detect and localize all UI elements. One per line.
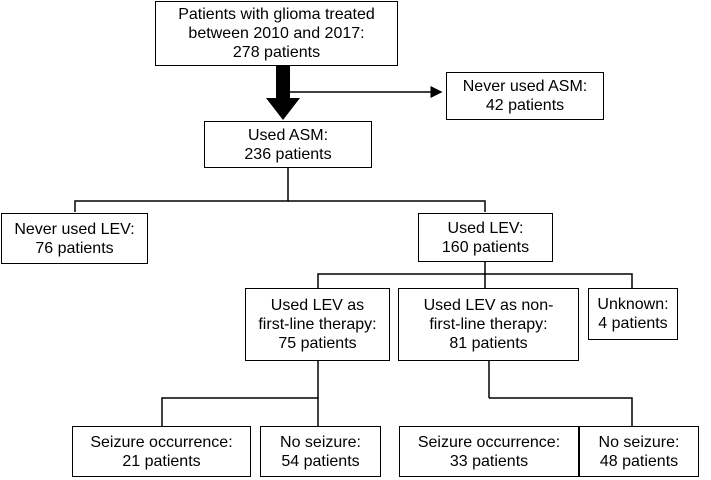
used-lev-line-2: 160 patients	[441, 238, 530, 256]
used-asm-line-2: 236 patients	[244, 145, 332, 163]
main-arrow	[266, 66, 300, 120]
non-first-line-box: Used LEV as non- first-line therapy: 81 …	[398, 288, 579, 361]
fl-seizure-box: Seizure occurrence: 21 patients	[72, 426, 251, 477]
asm-split-connector-right	[288, 200, 486, 212]
first-line-line-2: first-line therapy:	[258, 316, 377, 333]
fl-seizure-line-2: 21 patients	[122, 452, 201, 470]
fl-no-seizure-line-1: No seizure:	[280, 433, 361, 451]
used-lev-box: Used LEV: 160 patients	[418, 213, 553, 262]
root-line-2: between 2010 and 2017:	[188, 25, 365, 42]
never-asm-line-2: 42 patients	[485, 97, 565, 114]
used-lev-line-1: Used LEV:	[447, 219, 524, 237]
nfl-no-seizure-line-2: 48 patients	[599, 452, 679, 470]
fl-seizure-line-1: Seizure occurrence:	[90, 433, 233, 451]
nfl-seizure-line-1: Seizure occurrence:	[417, 433, 561, 451]
nfl-split-connector	[489, 397, 633, 426]
non-first-line-line-1: Used LEV as non-	[423, 297, 554, 314]
asm-split-connector	[74, 167, 289, 212]
nfl-seizure-line-2: 33 patients	[449, 452, 529, 470]
non-first-line-line-2: first-line therapy:	[429, 316, 548, 333]
used-asm-box: Used ASM: 236 patients	[204, 121, 372, 168]
never-lev-line-2: 76 patients	[35, 239, 114, 257]
fl-split-connector	[161, 397, 319, 426]
fl-no-seizure-box: No seizure: 54 patients	[260, 426, 381, 477]
fl-no-seizure-line-2: 54 patients	[281, 452, 360, 470]
nfl-no-seizure-line-1: No seizure:	[598, 433, 680, 451]
nfl-no-seizure-box: No seizure: 48 patients	[579, 426, 699, 477]
unknown-box: Unknown: 4 patients	[588, 288, 678, 340]
non-first-line-line-3: 81 patients	[449, 335, 528, 352]
first-line-line-1: Used LEV as	[270, 297, 365, 314]
nfl-seizure-box: Seizure occurrence: 33 patients	[399, 426, 579, 477]
root-line-3: 278 patients	[232, 44, 321, 61]
used-asm-line-1: Used ASM:	[247, 126, 329, 144]
first-line-box: Used LEV as first-line therapy: 75 patie…	[245, 288, 390, 361]
first-line-line-3: 75 patients	[278, 335, 357, 352]
never-lev-box: Never used LEV: 76 patients	[1, 213, 148, 264]
unknown-line-1: Unknown:	[597, 296, 669, 313]
never-asm-line-1: Never used ASM:	[462, 78, 588, 95]
lev-split-connector	[317, 273, 633, 288]
never-asm-box: Never used ASM: 42 patients	[446, 72, 604, 120]
never-lev-line-1: Never used LEV:	[14, 220, 135, 238]
root-line-1: Patients with glioma treated	[178, 6, 375, 23]
root-box: Patients with glioma treated between 201…	[155, 1, 398, 66]
unknown-line-2: 4 patients	[598, 315, 668, 332]
